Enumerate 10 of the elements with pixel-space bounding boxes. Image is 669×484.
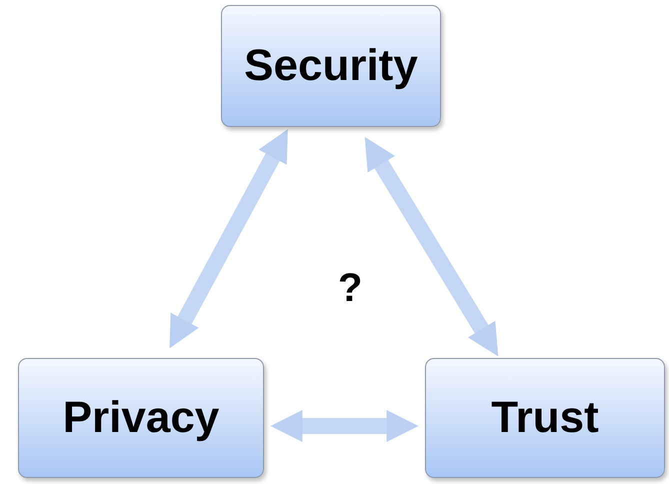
process-box	[18, 358, 264, 478]
double-arrow	[170, 129, 288, 348]
process-box	[221, 5, 441, 127]
double-arrow	[270, 410, 419, 442]
double-arrow	[364, 136, 498, 356]
node-label: Privacy	[62, 393, 220, 443]
node-label: Trust	[491, 393, 599, 443]
process-box	[425, 358, 665, 478]
question-mark-label: ?	[338, 266, 362, 311]
node-label: Security	[244, 41, 418, 91]
